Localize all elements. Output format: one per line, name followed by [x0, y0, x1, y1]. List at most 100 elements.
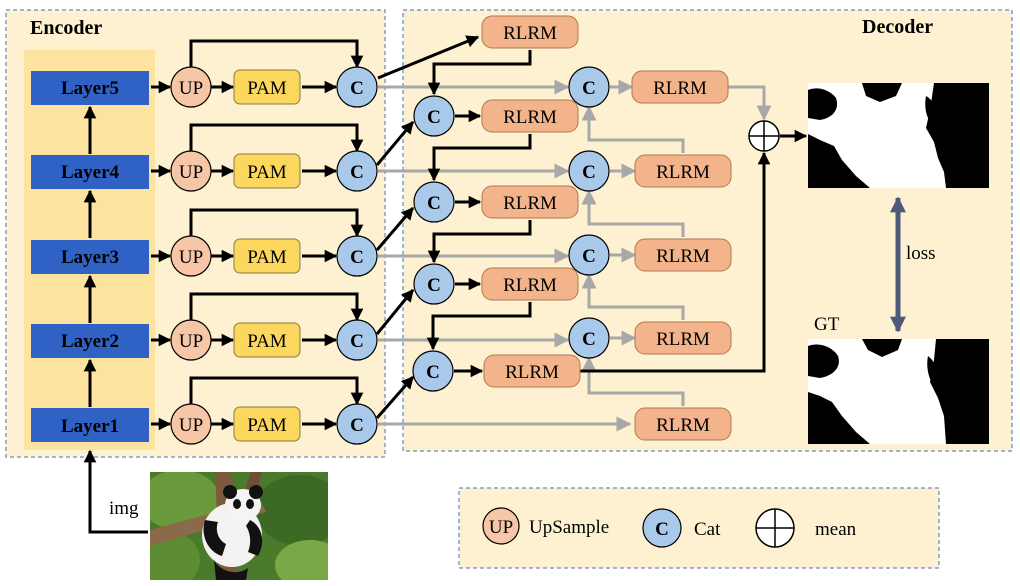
rlrm-right-2: RLRM: [634, 154, 732, 188]
layer1-up-text: UP: [179, 415, 203, 436]
layer4-cat-node: C: [336, 150, 378, 192]
rlrm-left-5-text: RLRM: [505, 362, 559, 383]
legend-panel: [458, 487, 940, 569]
layer3-pam-node: PAM: [233, 238, 301, 274]
layer4-label: Layer4: [61, 162, 120, 183]
gray-rlrm-loop-2: [581, 189, 685, 237]
layer3-up-text: UP: [179, 247, 203, 268]
layer4-pam-text: PAM: [247, 162, 287, 183]
rlrm-left-4-text: RLRM: [503, 275, 557, 296]
rlrm-right-1-text: RLRM: [653, 78, 707, 99]
layer2-pam-text: PAM: [247, 331, 287, 352]
layer2-block: Layer2: [31, 324, 149, 358]
layer3-label: Layer3: [61, 247, 119, 268]
rlrm-down-3: [427, 220, 532, 264]
layer5-skip-arrow: [189, 39, 364, 69]
cat-right-3: C: [568, 234, 610, 276]
rlrm-left-2: RLRM: [481, 99, 579, 133]
cat-left-3-text: C: [427, 275, 441, 296]
legend-mean: mean: [755, 508, 857, 548]
cat-diag-3: [375, 289, 415, 335]
mean-operator: [748, 120, 780, 152]
legend-upsample-label: UpSample: [529, 517, 609, 538]
layer2-label: Layer2: [61, 331, 119, 352]
rlrm-right-3-text: RLRM: [656, 246, 710, 267]
layer5-pam-node: PAM: [233, 69, 301, 105]
legend-cat-label: Cat: [694, 519, 721, 540]
rlrm-left-2-text: RLRM: [503, 107, 557, 128]
layer2-pam-node: PAM: [233, 322, 301, 358]
rlrm-left-1: RLRM: [481, 15, 579, 49]
encoder-title: Encoder: [30, 17, 102, 39]
gray-rlrm-loop-1: [581, 105, 685, 153]
cat-right-4: C: [568, 317, 610, 359]
layer1-skip-arrow: [189, 376, 364, 406]
layer3-cat-text: C: [350, 247, 364, 268]
rlrm-right-4: RLRM: [634, 321, 732, 355]
layer1-block: Layer1: [31, 408, 149, 442]
cat-diag-1: [375, 121, 415, 166]
layer1-up-node: UP: [170, 403, 212, 445]
layer3-pam-text: PAM: [247, 247, 287, 268]
layer5-pam-text: PAM: [247, 78, 287, 99]
legend-upsample: UP UpSample: [482, 507, 609, 545]
img-arrow: [83, 449, 148, 534]
cat-diag-4: [375, 376, 415, 419]
cat-left-2-text: C: [427, 193, 441, 214]
layer3-cat-node: C: [336, 235, 378, 277]
gt-label: GT: [814, 314, 840, 335]
rlrm-to-mean: [580, 151, 771, 373]
rlrm-left-3: RLRM: [481, 185, 579, 219]
cat-right-1: C: [568, 66, 610, 108]
black-connectors: [83, 35, 808, 431]
cat-left-4-text: C: [426, 362, 440, 383]
layer4-up-node: UP: [170, 150, 212, 192]
cat-left-1: C: [413, 95, 455, 137]
layer1-cat-text: C: [350, 415, 364, 436]
layer4-cat-text: C: [350, 162, 364, 183]
cat-right-3-text: C: [582, 246, 596, 267]
gray-rlrm-loop-3: [581, 273, 685, 320]
layer2-cat-text: C: [350, 331, 364, 352]
layer5-cat-node: C: [336, 66, 378, 108]
rlrm-right-5: RLRM: [634, 407, 732, 441]
legend-cat-symbol: C: [655, 519, 669, 540]
row1-cat-to-rlrm: [377, 35, 480, 80]
cat-left-4: C: [412, 350, 454, 392]
rlrm-left-1-text: RLRM: [503, 23, 557, 44]
rlrm-down-4: [426, 302, 532, 351]
layer4-up-text: UP: [179, 162, 203, 183]
layer5-up-text: UP: [179, 78, 203, 99]
ground-truth-mask: [808, 339, 989, 444]
rlrm-left-5: RLRM: [483, 354, 581, 388]
layer2-up-text: UP: [179, 331, 203, 352]
cat-right-4-text: C: [582, 329, 596, 350]
layer1-pam-text: PAM: [247, 415, 287, 436]
legend-cat: C Cat: [642, 508, 721, 548]
rlrm-right-2-text: RLRM: [656, 162, 710, 183]
legend-up-symbol: UP: [489, 517, 513, 538]
rlrm-right-3: RLRM: [634, 238, 732, 272]
layer2-skip-arrow: [189, 292, 364, 322]
layer1-label: Layer1: [61, 416, 119, 437]
layer2-cat-node: C: [336, 319, 378, 361]
rlrm-right-4-text: RLRM: [656, 329, 710, 350]
layer1-pam-node: PAM: [233, 406, 301, 442]
img-label: img: [109, 498, 139, 519]
rlrm-left-3-text: RLRM: [503, 193, 557, 214]
layer5-block: Layer5: [31, 71, 149, 105]
layer3-skip-arrow: [189, 208, 364, 238]
rlrm-down-2: [427, 134, 532, 182]
layer1-cat-node: C: [336, 403, 378, 445]
layer5-cat-text: C: [350, 78, 364, 99]
panda-photo: [150, 472, 328, 580]
cat-right-1-text: C: [582, 78, 596, 99]
cat-left-1-text: C: [427, 107, 441, 128]
cat-left-3: C: [413, 263, 455, 305]
layer5-label: Layer5: [61, 78, 119, 99]
decoder-title: Decoder: [862, 16, 933, 38]
loss-label: loss: [906, 243, 936, 264]
layer2-up-node: UP: [170, 319, 212, 361]
layer4-pam-node: PAM: [233, 153, 301, 189]
